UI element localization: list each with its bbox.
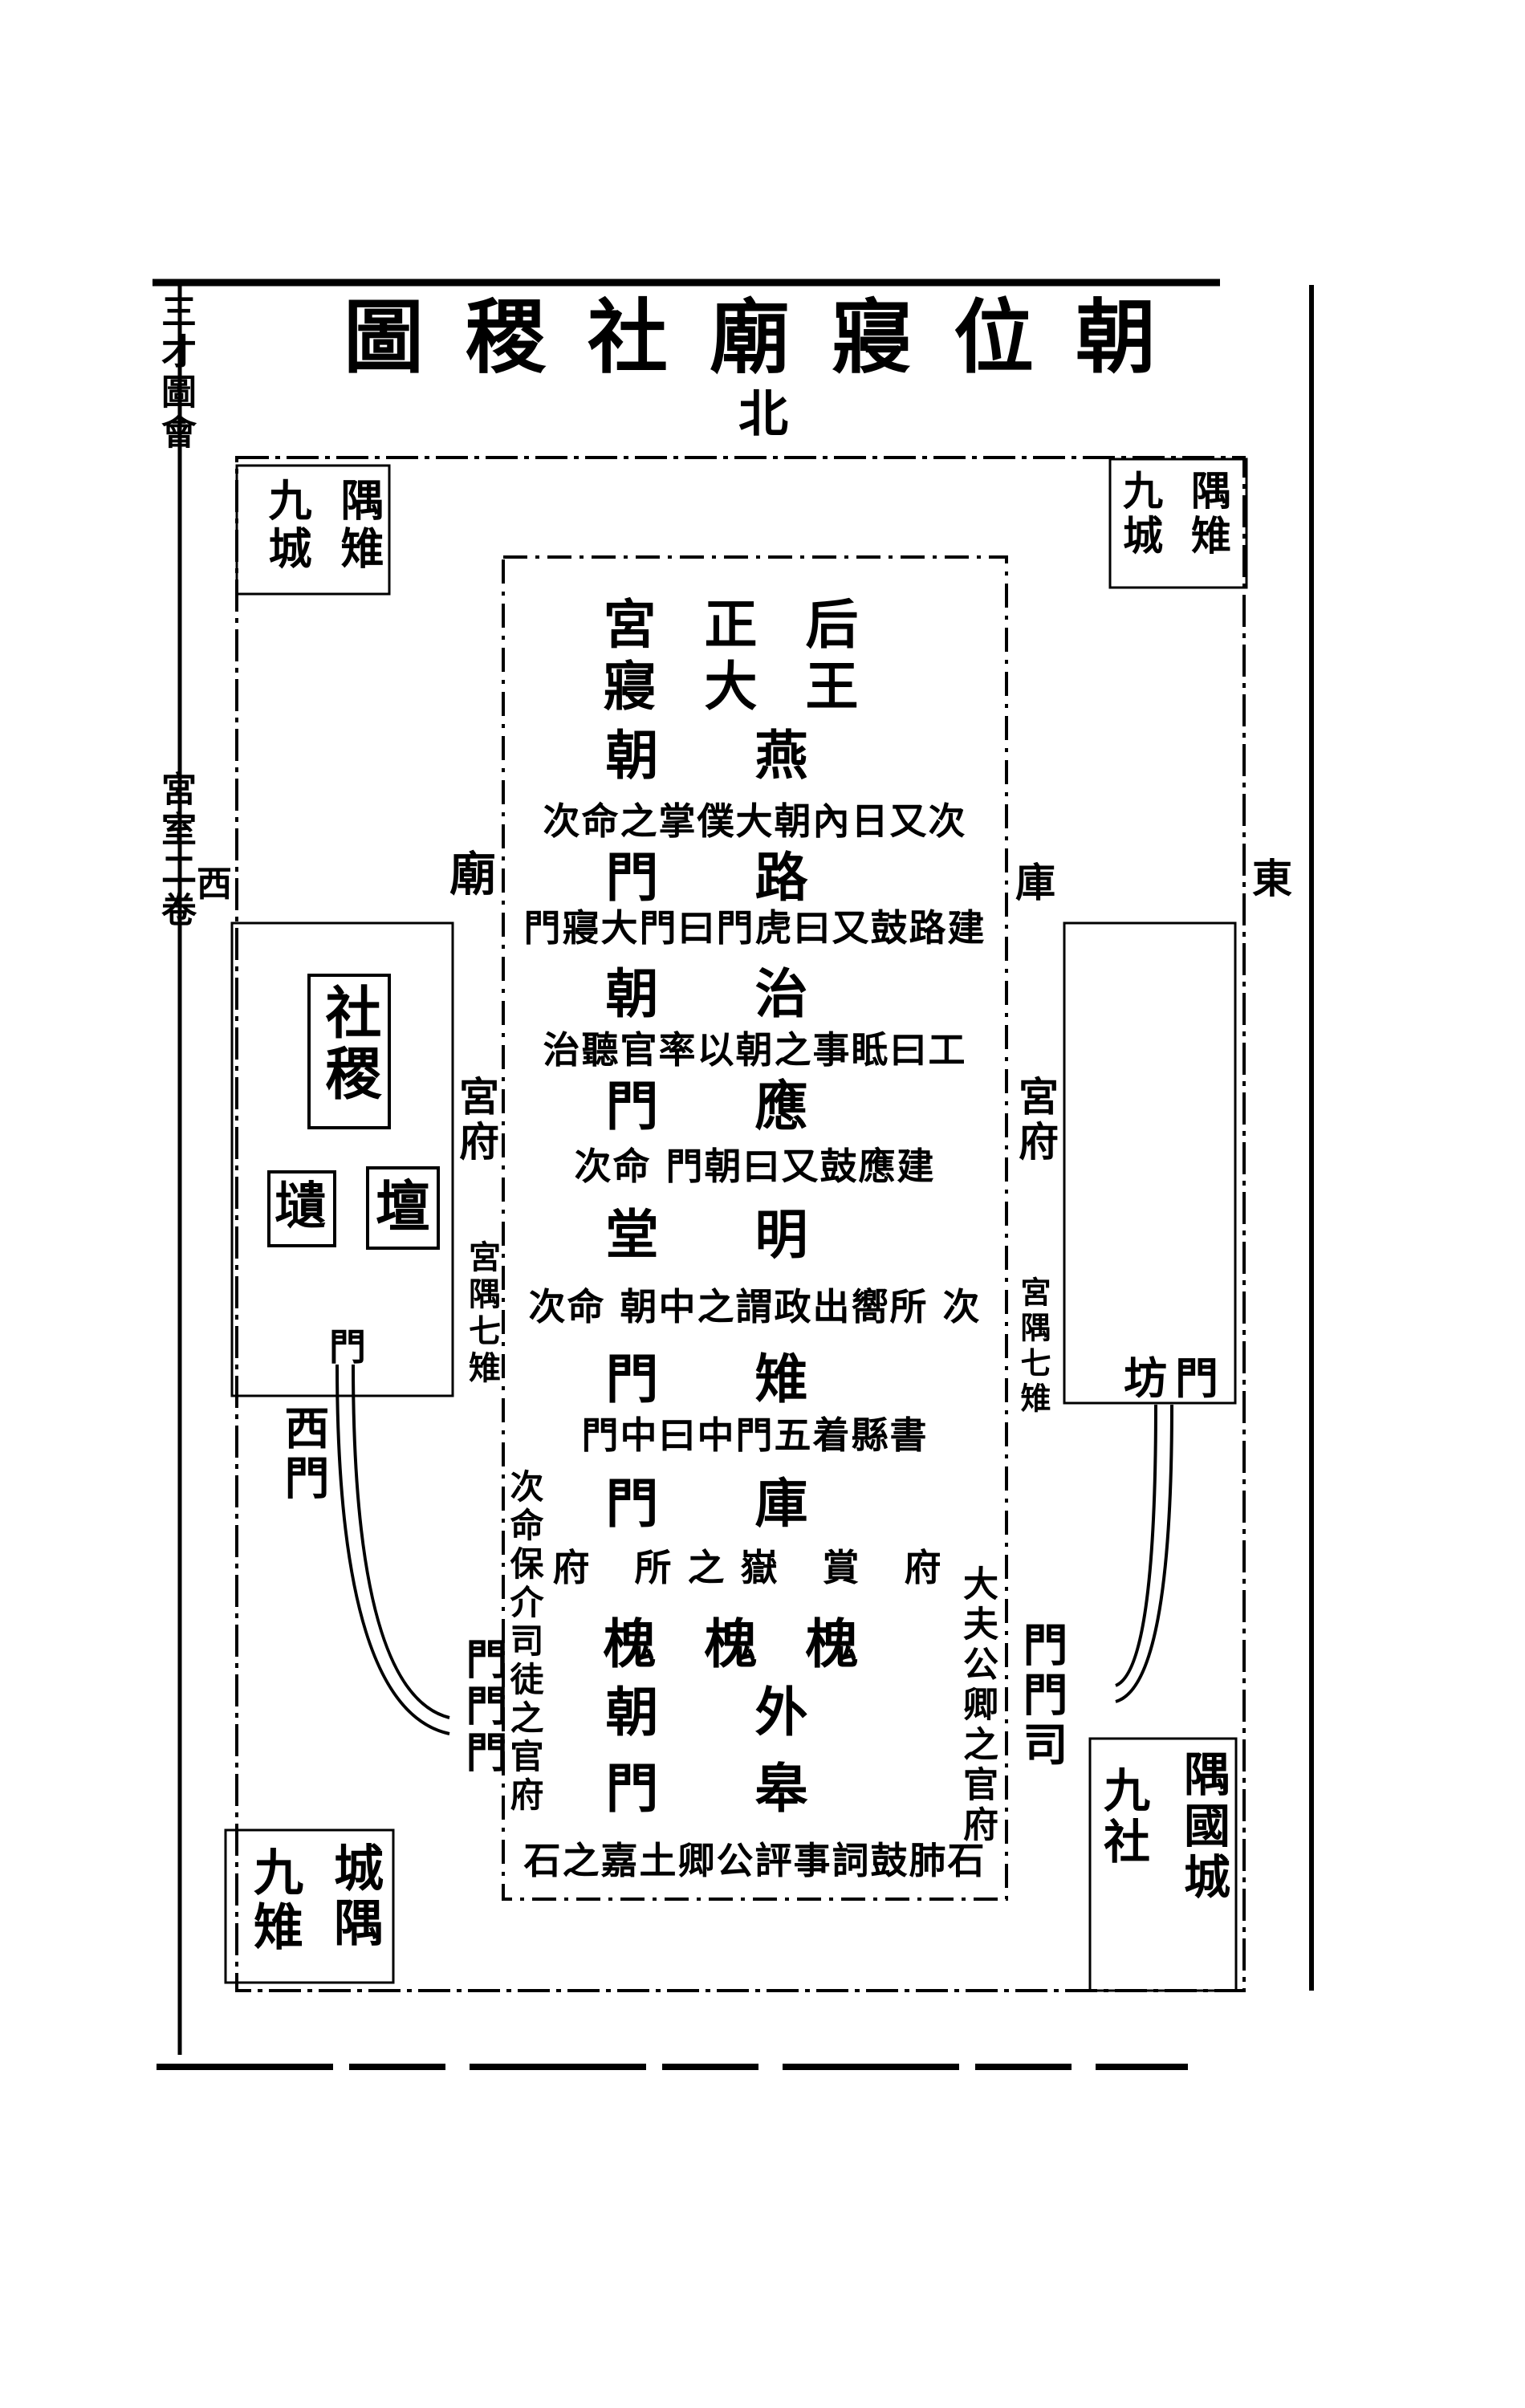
label-left-gates: 門門門 bbox=[458, 1637, 507, 1777]
row-lu-men-note: 門寢大門曰門虎曰又鼓路建 bbox=[523, 906, 986, 950]
corner-tr-col2: 九城 bbox=[1116, 470, 1164, 559]
corner-box-tl bbox=[235, 464, 391, 596]
corner-box-br bbox=[1088, 1737, 1238, 1992]
corner-box-tr bbox=[1108, 458, 1248, 589]
corner-tl-col2: 九城 bbox=[261, 478, 312, 574]
altar-tan: 壇 bbox=[376, 1175, 431, 1239]
tan-box bbox=[366, 1166, 440, 1250]
east-enclosure bbox=[1063, 921, 1237, 1405]
row-wang-da-qin: 寢大王 bbox=[603, 655, 907, 718]
corner-tl-col1: 隅雉 bbox=[333, 478, 384, 574]
wei-box bbox=[267, 1170, 336, 1247]
row-wai-chao: 朝外 bbox=[605, 1681, 905, 1743]
row-yan-chao: 朝燕 bbox=[605, 724, 905, 787]
row-ku-men-note: 府 所之嶽 賞 府 bbox=[552, 1546, 958, 1589]
row-zhi-chao-note: 治聽官率以朝之事眡曰工 bbox=[543, 1028, 967, 1072]
label-temple: 廟 bbox=[449, 847, 497, 901]
label-left-corner: 宮隅七雉 bbox=[463, 1240, 501, 1388]
corner-br-col2: 九社 bbox=[1096, 1766, 1150, 1869]
row-zhi-men-note: 門中曰中門五着縣書 bbox=[581, 1413, 929, 1457]
label-left-column: 次命保介司徒之官府 bbox=[505, 1469, 544, 1816]
label-left-gate: 門 bbox=[329, 1325, 366, 1369]
corner-bl-col1: 城隅 bbox=[325, 1842, 384, 1951]
row-hou-zheng-gong: 宮正后 bbox=[603, 593, 907, 656]
row-lu-men: 門路 bbox=[605, 846, 905, 909]
row-three-locusts: 槐槐槐 bbox=[603, 1613, 907, 1675]
label-right-column: 大夫公卿之官府 bbox=[957, 1565, 998, 1846]
label-storehouse: 庫 bbox=[1015, 859, 1055, 906]
diagram-title: 圖稷社廟寢位朝 bbox=[344, 290, 1198, 384]
direction-east: 東 bbox=[1252, 855, 1292, 902]
east-road-curve-2 bbox=[1115, 1404, 1157, 1687]
row-ming-tang: 堂明 bbox=[605, 1203, 905, 1266]
row-zhi-men: 門雉 bbox=[605, 1348, 905, 1410]
row-gao-men: 門皋 bbox=[605, 1757, 905, 1820]
label-west-gate: 西門 bbox=[277, 1405, 330, 1504]
palace-dashed-wall bbox=[502, 555, 1008, 1901]
west-road-curve bbox=[336, 1364, 450, 1735]
direction-west: 西 bbox=[197, 864, 232, 905]
row-zhi-chao: 朝治 bbox=[605, 962, 905, 1025]
altar-label: 社稷 bbox=[316, 983, 383, 1105]
altar-label-box bbox=[307, 974, 391, 1129]
direction-north: 北 bbox=[738, 384, 789, 443]
altar-enclosure bbox=[230, 921, 454, 1397]
row-ying-men: 門應 bbox=[605, 1075, 905, 1137]
label-right-corner: 宮隅七雉 bbox=[1015, 1276, 1051, 1418]
row-ying-men-note: 次命 門朝曰又鼓應建 bbox=[574, 1145, 936, 1188]
east-road-curve bbox=[1115, 1404, 1173, 1703]
label-right-office: 宮府 bbox=[1012, 1076, 1059, 1165]
altar-wei: 壝 bbox=[274, 1177, 326, 1237]
label-right-gates: 門門司 bbox=[1015, 1621, 1068, 1771]
margin-column-top: 三才圖會 bbox=[155, 293, 196, 454]
corner-bl-col2: 九雉 bbox=[245, 1846, 303, 1955]
row-gao-men-note: 石之嘉土卿公評事詞鼓肺石 bbox=[523, 1839, 986, 1882]
label-left-office: 宮府 bbox=[453, 1076, 500, 1165]
label-fang-gate: 坊門 bbox=[1124, 1352, 1226, 1404]
row-yan-chao-note: 次命之掌僕大朝內日又次 bbox=[543, 799, 967, 843]
row-ming-tang-note: 次命 朝中之謂政出嚮所 次 bbox=[528, 1285, 982, 1328]
outer-dashed-wall bbox=[235, 456, 1246, 1992]
corner-tr-col1: 隅雉 bbox=[1185, 470, 1232, 559]
corner-box-bl bbox=[224, 1828, 395, 1984]
west-road-curve-2 bbox=[352, 1364, 450, 1719]
corner-br-col1: 隅國城 bbox=[1176, 1750, 1230, 1904]
margin-column-bottom: 宮室二卷 bbox=[155, 771, 196, 931]
row-ku-men: 門庫 bbox=[605, 1472, 905, 1535]
